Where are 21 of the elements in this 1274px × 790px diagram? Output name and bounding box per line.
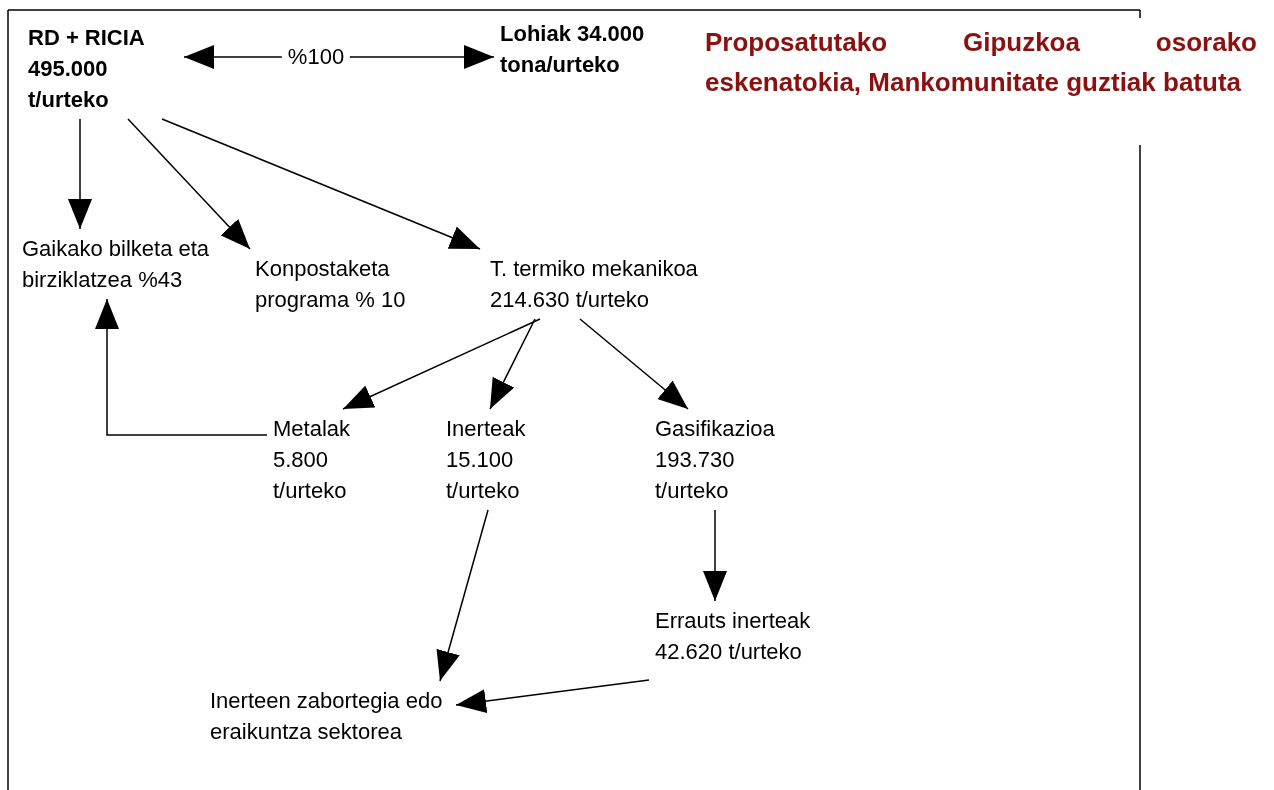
node-text: Metalak 5.800 t/urteko [273, 413, 373, 506]
node-text: T. termiko mekanikoa 214.630 t/urteko [490, 253, 760, 315]
arrow [127, 118, 251, 250]
node-text: Konpostaketa programa % 10 [255, 253, 455, 315]
arrow [455, 679, 650, 714]
arrow [342, 318, 541, 410]
node-text: Gasifikazioa 193.730 t/urteko [655, 413, 805, 506]
arrow [579, 318, 689, 410]
arrow [183, 45, 495, 69]
arrow [489, 318, 536, 410]
arrow [68, 118, 92, 230]
arrow [95, 298, 268, 436]
node-text: Errauts inerteak 42.620 t/urteko [655, 605, 845, 667]
node-text: Gaikako bilketa eta birziklatzea %43 [22, 233, 217, 295]
arrow [436, 509, 489, 682]
arrow [703, 509, 727, 602]
node-text: Lohiak 34.000 tona/urteko [500, 18, 660, 80]
arrow [161, 118, 481, 250]
node-text: RD + RICIA 495.000 t/urteko [28, 22, 178, 115]
node-text: Inerteen zabortegia edo eraikuntza sektorea [210, 685, 450, 747]
node-text: Inerteak 15.100 t/urteko [446, 413, 556, 506]
